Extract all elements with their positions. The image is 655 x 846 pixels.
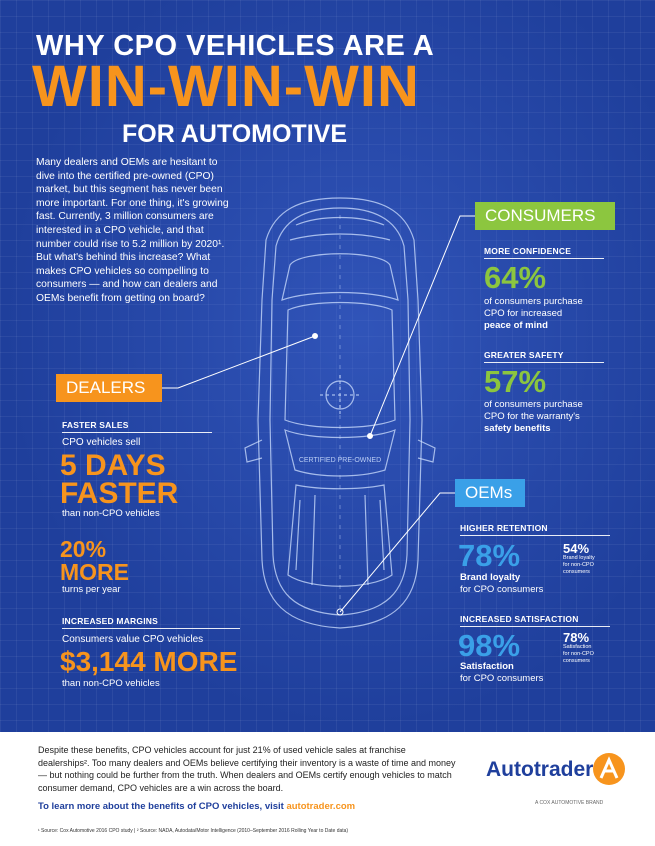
more-confidence-heading: MORE CONFIDENCE (484, 246, 572, 256)
car-body-outline (257, 197, 423, 629)
satisfaction-compare-line-3: consumers (563, 658, 590, 664)
retention-compare-stat: 54% (563, 541, 590, 556)
oems-label: OEMs (465, 483, 513, 502)
divider (62, 628, 240, 629)
margins-lead: Consumers value CPO vehicles (62, 634, 204, 645)
roof (284, 301, 396, 429)
footer: Despite these benefits, CPO vehicles acc… (0, 732, 655, 846)
divider (484, 362, 604, 363)
consumers-connector (369, 215, 475, 437)
consumers-label: CONSUMERS (485, 206, 596, 225)
left-mirror (244, 439, 263, 463)
dealers-connector (162, 335, 316, 389)
consumers-label-box: CONSUMERS (475, 202, 615, 230)
safety-line-2: CPO for the warranty's (484, 411, 580, 422)
retention-compare-line-3: consumers (563, 569, 590, 575)
retention-compare-line-1: Brand loyalty (563, 555, 595, 561)
confidence-stat: 64% (484, 260, 547, 295)
footer-body-text: Despite these benefits, CPO vehicles acc… (38, 745, 456, 793)
retention-stat: 78% (458, 538, 521, 573)
right-mirror (417, 439, 436, 463)
faster-sales-stat-1: 5 DAYS (60, 449, 166, 482)
faster-sales-heading: FASTER SALES (62, 420, 129, 430)
satisfaction-label: for CPO consumers (460, 673, 544, 684)
autotrader-link[interactable]: autotrader.com (286, 801, 356, 812)
footer-cta: To learn more about the benefits of CPO … (38, 801, 355, 812)
title-line-3: FOR AUTOMOTIVE (122, 120, 347, 148)
oems-connector (339, 492, 455, 613)
footer-sources: ¹ Source: Cox Automotive 2016 CPO study … (38, 828, 349, 834)
title-line-2: WIN-WIN-WIN (32, 54, 420, 119)
divider (460, 626, 610, 627)
car-blueprint-illustration: CERTIFIED PRE-OWNED (162, 197, 475, 629)
cox-automotive-tagline: A COX AUTOMOTIVE BRAND (535, 800, 604, 806)
confidence-line-2: CPO for increased (484, 308, 563, 319)
safety-stat: 57% (484, 364, 547, 399)
plate-label: CERTIFIED PRE-OWNED (299, 457, 381, 464)
divider (484, 258, 604, 259)
satisfaction-compare-line-2: for non-CPO (563, 651, 594, 657)
retention-label-bold: Brand loyalty (460, 572, 521, 583)
dealers-label-box: DEALERS (56, 374, 162, 402)
satisfaction-label-bold: Satisfaction (460, 661, 514, 672)
dealers-label: DEALERS (66, 378, 146, 397)
faster-sales-lead: CPO vehicles sell (62, 437, 141, 448)
footer-cta-text: To learn more about the benefits of CPO … (38, 801, 284, 812)
margins-stat: $3,144 MORE (60, 646, 238, 677)
retention-compare-line-2: for non-CPO (563, 562, 594, 568)
faster-sales-stat-2: FASTER (60, 477, 179, 510)
satisfaction-compare-stat: 78% (563, 630, 590, 645)
safety-line-3: safety benefits (484, 423, 551, 434)
turns-trail: turns per year (62, 584, 121, 595)
margins-trail: than non-CPO vehicles (62, 678, 160, 689)
rear-window (281, 253, 399, 301)
safety-line-1: of consumers purchase (484, 399, 583, 410)
blueprint-background: CERTIFIED PRE-OWNED WHY CPO VEHICLES ARE… (0, 0, 655, 732)
turns-stat-1: 20% (60, 536, 107, 562)
confidence-line-1: of consumers purchase (484, 296, 583, 307)
autotrader-logo-text: Autotrader (486, 758, 594, 781)
oems-label-box: OEMs (455, 479, 525, 507)
retention-label: for CPO consumers (460, 584, 544, 595)
divider (62, 432, 212, 433)
satisfaction-compare-line-1: Satisfaction (563, 644, 592, 650)
greater-safety-heading: GREATER SAFETY (484, 350, 564, 360)
divider (460, 535, 610, 536)
intro-paragraph: Many dealers and OEMs are hesitant to di… (36, 157, 229, 304)
windshield (284, 429, 396, 477)
satisfaction-stat: 98% (458, 628, 521, 663)
title-line-1: WHY CPO VEHICLES ARE A (36, 30, 435, 62)
faster-sales-trail: than non-CPO vehicles (62, 508, 160, 519)
autotrader-logo-icon (593, 753, 625, 785)
hood (287, 484, 393, 587)
higher-retention-heading: HIGHER RETENTION (460, 523, 548, 533)
increased-satisfaction-heading: INCREASED SATISFACTION (460, 614, 579, 624)
confidence-line-3: peace of mind (484, 320, 548, 331)
turns-stat-2: MORE (60, 559, 129, 585)
increased-margins-heading: INCREASED MARGINS (62, 616, 158, 626)
